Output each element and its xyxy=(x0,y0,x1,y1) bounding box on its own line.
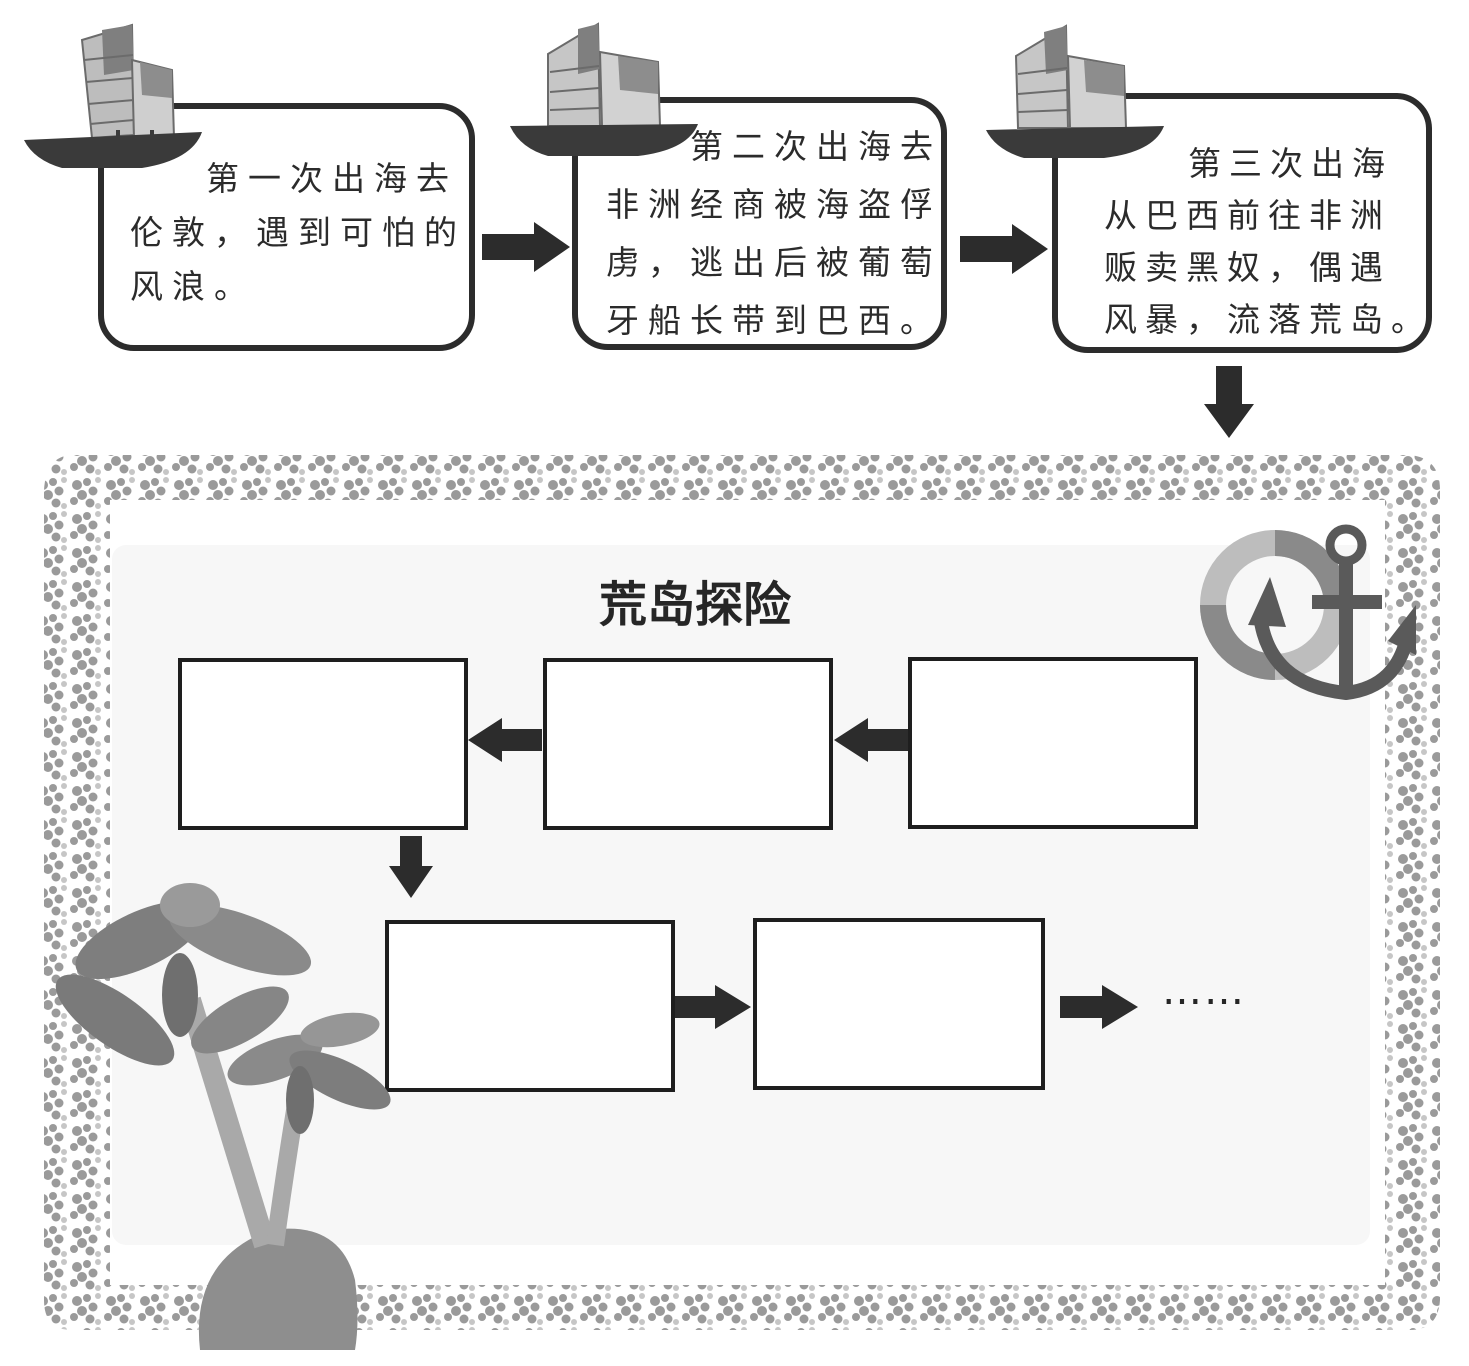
voyage-2-text: 第二次出海去 非洲经商被海盗俘 虏，逃出后被葡萄 牙船长带到巴西。 xyxy=(606,118,942,350)
voyage-2-line-3: 虏，逃出后被葡萄 xyxy=(606,243,942,282)
voyage-3-line-4: 风暴，流落荒岛。 xyxy=(1104,300,1432,339)
flow-box-3 xyxy=(178,658,468,830)
voyage-2-line-2: 非洲经商被海盗俘 xyxy=(606,185,942,224)
section-title: 荒岛探险 xyxy=(598,577,791,633)
arrow-left-icon xyxy=(834,718,908,762)
arrow-left-icon xyxy=(468,718,542,762)
voyage-2-line-1: 第二次出海去 xyxy=(690,127,942,166)
arrow-right-icon xyxy=(960,224,1048,274)
voyage-3-line-2: 从巴西前往非洲 xyxy=(1104,196,1391,235)
arrow-right-icon xyxy=(482,222,570,272)
arrow-down-icon xyxy=(389,836,433,898)
voyage-3-line-1: 第三次出海 xyxy=(1188,144,1393,183)
anchor-icon xyxy=(1248,524,1416,701)
flow-box-4 xyxy=(385,920,675,1092)
voyage-2-line-4: 牙船长带到巴西。 xyxy=(606,301,942,340)
voyage-1-line-1: 第一次出海去 xyxy=(206,159,458,198)
voyage-1-line-3: 风浪。 xyxy=(130,267,256,306)
voyage-1-text: 第一次出海去 伦敦，遇到可怕的 风浪。 xyxy=(130,152,466,314)
voyage-3-text: 第三次出海 从巴西前往非洲 贩卖黑奴，偶遇 风暴，流落荒岛。 xyxy=(1104,138,1432,346)
sailing-ship-icon xyxy=(510,22,698,156)
arrow-right-icon xyxy=(675,985,751,1029)
sailing-ship-icon xyxy=(24,23,202,168)
continuation-ellipsis: …… xyxy=(1162,968,1246,1014)
voyage-3-line-3: 贩卖黑奴，偶遇 xyxy=(1104,248,1391,287)
arrow-right-icon xyxy=(1060,985,1138,1029)
sailing-ship-icon xyxy=(986,24,1164,158)
arrow-down-icon xyxy=(1204,366,1254,438)
flow-box-2 xyxy=(543,658,833,830)
flow-box-5 xyxy=(753,918,1045,1090)
voyage-1-line-2: 伦敦，遇到可怕的 xyxy=(130,213,466,252)
palm-tree-icon xyxy=(55,883,391,1350)
voyage-2-box xyxy=(572,97,947,350)
flow-box-1 xyxy=(908,657,1198,829)
